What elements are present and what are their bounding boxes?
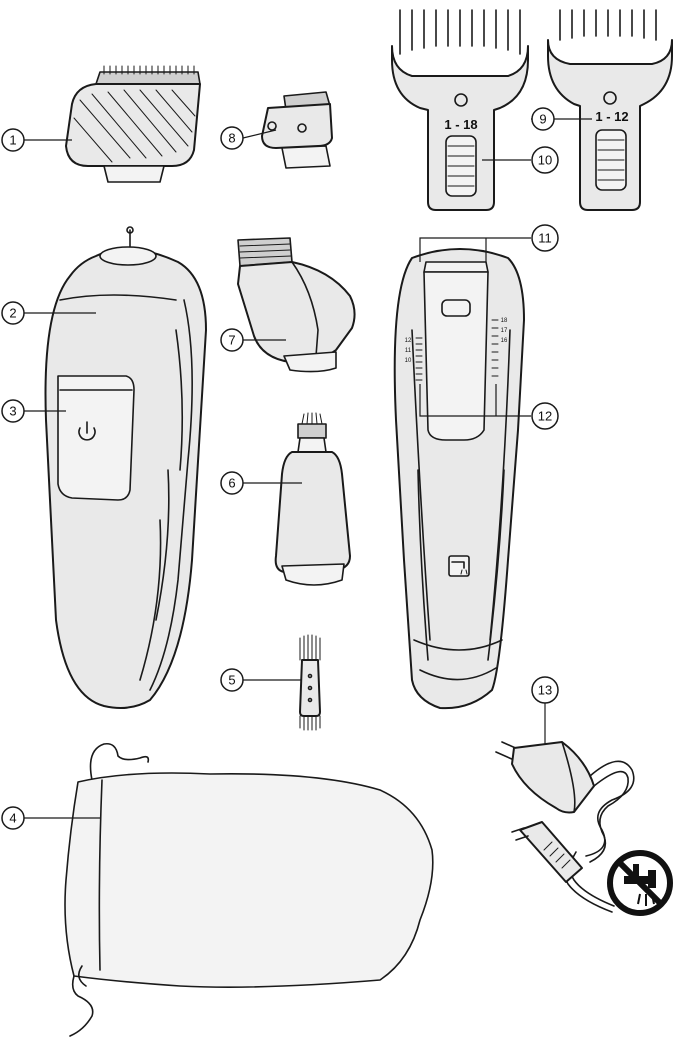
hair-comb-attachment: 1 - 18 bbox=[391, 9, 529, 211]
no-water-icon bbox=[607, 850, 673, 916]
appliance-front bbox=[44, 226, 207, 709]
callout-label-1: 1 bbox=[9, 133, 16, 148]
hair-comb-range-label: 1 - 18 bbox=[444, 117, 477, 132]
appliance-plug bbox=[511, 821, 583, 883]
callout-label-9: 9 bbox=[539, 112, 546, 127]
length-scale-right: 18 17 16 bbox=[491, 318, 508, 377]
cleaning-brush bbox=[299, 634, 321, 731]
callout-label-4: 4 bbox=[9, 811, 16, 826]
callout-5: 5 bbox=[220, 668, 244, 692]
callout-3: 3 bbox=[1, 399, 25, 423]
trimmer-head-attachment bbox=[65, 65, 201, 183]
callout-label-8: 8 bbox=[228, 131, 235, 146]
foil-shaver-attachment bbox=[237, 237, 356, 373]
rinse-tap-icon bbox=[448, 555, 470, 577]
callout-label-10: 10 bbox=[538, 153, 552, 168]
callout-11: 11 bbox=[531, 224, 559, 252]
scale-label-left-1: 12 bbox=[405, 338, 412, 344]
callout-label-12: 12 bbox=[538, 409, 552, 424]
callout-label-11: 11 bbox=[538, 231, 552, 246]
scale-label-left-2: 11 bbox=[405, 348, 412, 354]
power-icon[interactable] bbox=[78, 421, 96, 441]
callout-6: 6 bbox=[220, 471, 244, 495]
callout-13: 13 bbox=[531, 676, 559, 704]
scale-label-right-1: 18 bbox=[501, 318, 508, 324]
nose-trimmer-attachment bbox=[274, 412, 351, 586]
callout-label-7: 7 bbox=[228, 333, 235, 348]
callout-1: 1 bbox=[1, 128, 25, 152]
beard-comb-range-label: 1 - 12 bbox=[595, 109, 628, 124]
callout-4: 4 bbox=[1, 806, 25, 830]
callout-label-3: 3 bbox=[9, 404, 16, 419]
length-scale-left: 12 11 10 bbox=[405, 337, 423, 381]
callout-10: 10 bbox=[531, 146, 559, 174]
callout-9: 9 bbox=[531, 107, 555, 131]
appliance-back: 12 11 10 18 17 16 bbox=[393, 248, 525, 710]
callout-label-6: 6 bbox=[228, 476, 235, 491]
callout-label-2: 2 bbox=[9, 306, 16, 321]
callout-label-5: 5 bbox=[228, 673, 235, 688]
scale-label-right-2: 17 bbox=[501, 328, 508, 334]
precision-trimmer-attachment bbox=[261, 91, 333, 169]
callout-7: 7 bbox=[220, 328, 244, 352]
callout-8: 8 bbox=[220, 126, 244, 150]
adapter-power-supply bbox=[495, 741, 635, 913]
beard-comb-attachment: 1 - 12 bbox=[547, 9, 673, 211]
callout-label-13: 13 bbox=[538, 683, 552, 698]
scale-label-right-3: 16 bbox=[501, 338, 508, 344]
scale-label-left-3: 10 bbox=[405, 358, 412, 364]
callout-2: 2 bbox=[1, 301, 25, 325]
storage-pouch bbox=[64, 742, 434, 1037]
callout-12: 12 bbox=[531, 402, 559, 430]
